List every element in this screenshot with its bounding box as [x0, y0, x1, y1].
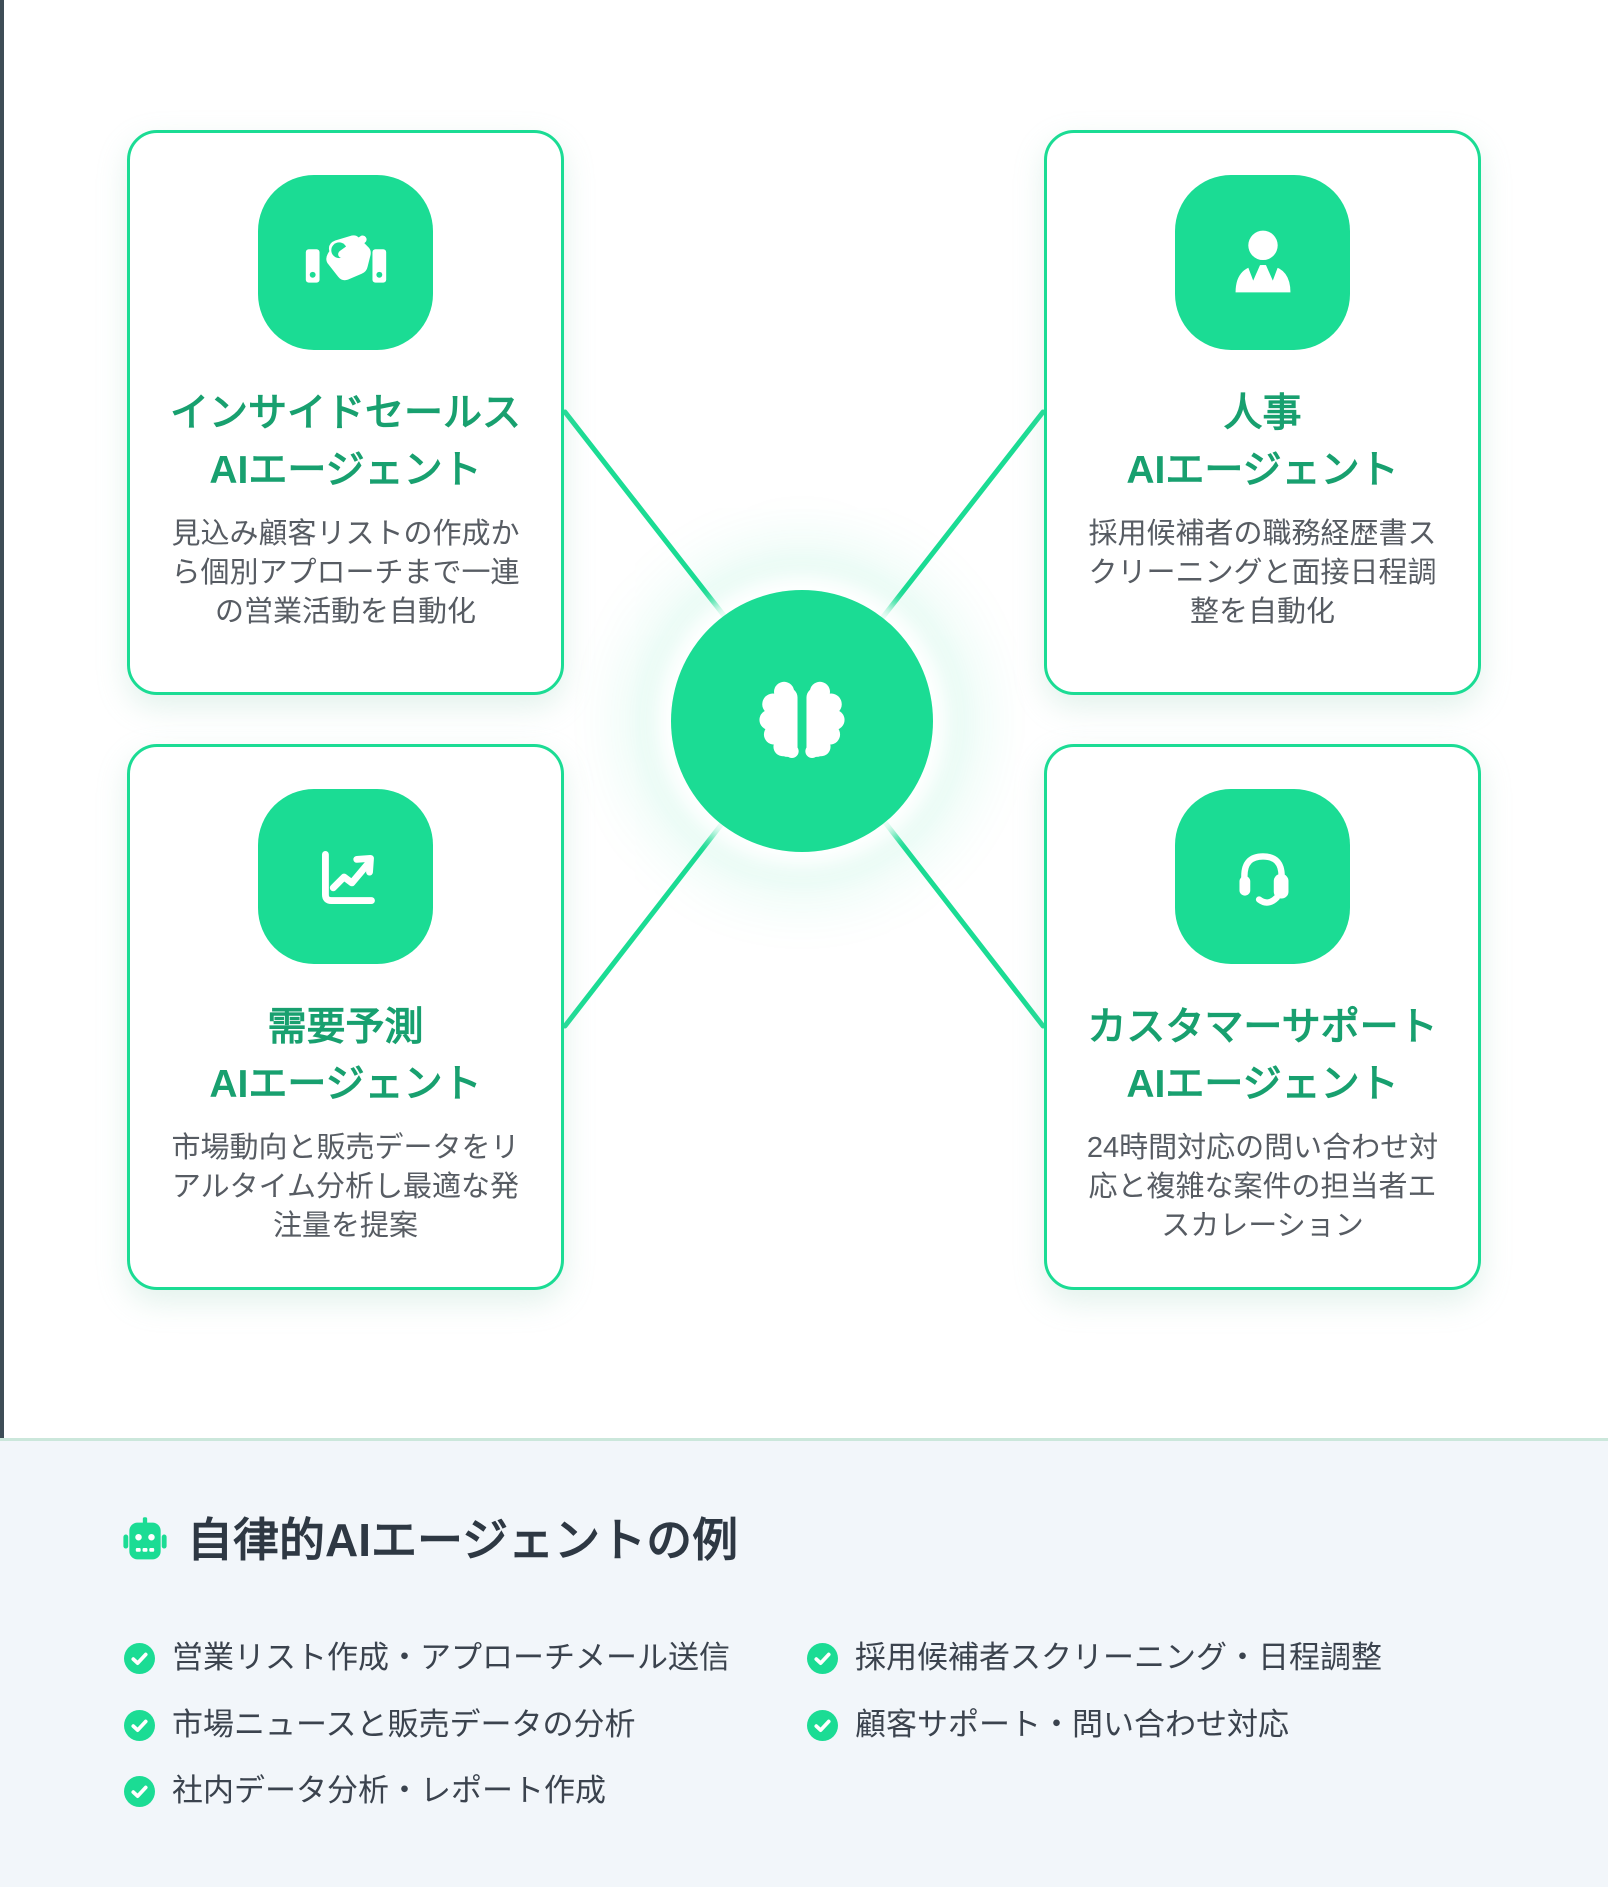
list-item-label: 社内データ分析・レポート作成 [172, 1773, 606, 1809]
section-title: 自律的AIエージェントの例 [187, 1514, 739, 1566]
brain-icon [738, 665, 866, 777]
central-ai-node [671, 590, 933, 852]
card-title: 需要予測 AIエージェント [209, 1006, 482, 1106]
chart-trend-icon [258, 789, 433, 964]
headset-icon [1175, 789, 1350, 964]
left-edge-line [0, 0, 4, 1438]
list-item-label: 市場ニュースと販売データの分析 [172, 1707, 636, 1743]
card-title: 人事 AIエージェント [1126, 392, 1399, 492]
card-customer-support-agent: カスタマーサポート AIエージェント 24時間対応の問い合わせ対応と複雑な案件の… [1044, 744, 1481, 1290]
list-item-label: 採用候補者スクリーニング・日程調整 [855, 1640, 1382, 1676]
examples-heading: 自律的AIエージェントの例 [118, 1513, 738, 1568]
card-demand-forecast-agent: 需要予測 AIエージェント 市場動向と販売データをリアルタイム分析し最適な発注量… [127, 744, 564, 1290]
card-inside-sales-agent: インサイドセールス AIエージェント 見込み顧客リストの作成から個別アプローチま… [127, 130, 564, 695]
card-title: カスタマーサポート AIエージェント [1087, 1006, 1438, 1106]
check-icon [124, 1642, 155, 1674]
examples-section: 自律的AIエージェントの例 営業リスト作成・アプローチメール送信 市場ニュースと… [0, 1438, 1608, 1887]
check-icon [807, 1709, 838, 1741]
card-title: インサイドセールス AIエージェント [169, 392, 521, 492]
list-item-label: 顧客サポート・問い合わせ対応 [855, 1707, 1289, 1743]
list-item: 営業リスト作成・アプローチメール送信 [124, 1638, 730, 1678]
check-icon [124, 1775, 155, 1807]
check-icon [124, 1709, 155, 1741]
check-icon [807, 1642, 838, 1674]
card-description: 採用候補者の職務経歴書スクリーニングと面接日程調整を自動化 [1088, 518, 1437, 628]
list-item: 採用候補者スクリーニング・日程調整 [807, 1638, 1382, 1678]
card-description: 24時間対応の問い合わせ対応と複雑な案件の担当者エスカレーション [1086, 1132, 1439, 1242]
list-item: 市場ニュースと販売データの分析 [124, 1705, 635, 1745]
card-description: 見込み顧客リストの作成から個別アプローチまで一連の営業活動を自動化 [171, 518, 520, 628]
handshake-icon [258, 175, 433, 350]
card-description: 市場動向と販売データをリアルタイム分析し最適な発注量を提案 [171, 1132, 520, 1242]
robot-icon [118, 1514, 172, 1568]
person-icon [1175, 175, 1350, 350]
list-item: 社内データ分析・レポート作成 [124, 1771, 606, 1811]
list-item: 顧客サポート・問い合わせ対応 [807, 1705, 1289, 1745]
list-item-label: 営業リスト作成・アプローチメール送信 [172, 1640, 730, 1676]
card-hr-agent: 人事 AIエージェント 採用候補者の職務経歴書スクリーニングと面接日程調整を自動… [1044, 130, 1481, 695]
